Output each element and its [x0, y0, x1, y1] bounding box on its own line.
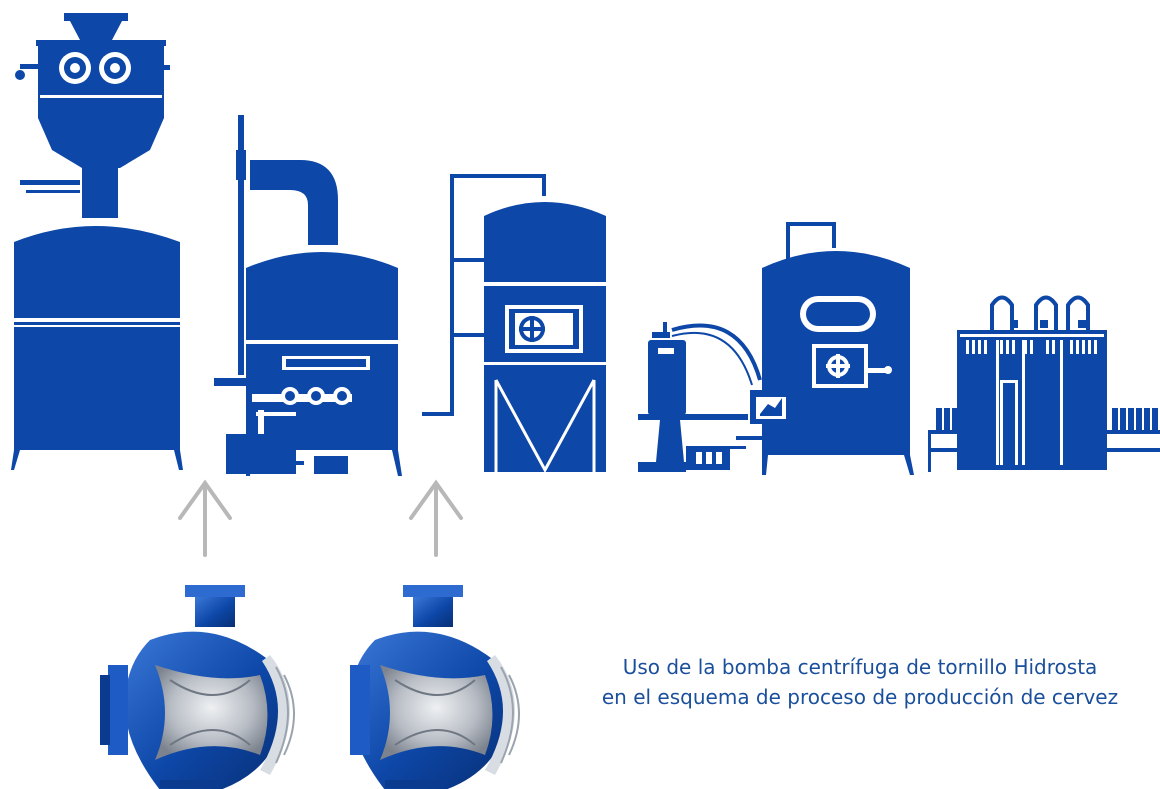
arrow-up-icon [178, 479, 232, 557]
mill-hopper-tank [11, 13, 183, 470]
diagram-caption: Uso de la bomba centrífuga de tornillo H… [560, 652, 1160, 712]
mash-tun [214, 115, 402, 476]
caption-line-2: en el esquema de proceso de producción d… [601, 685, 1119, 709]
bottling-line [928, 295, 1160, 472]
screw-centrifugal-pump-2 [350, 585, 520, 789]
arrow-up-icon [409, 479, 463, 557]
screw-centrifugal-pump-1 [100, 585, 295, 789]
filter-vessel [422, 174, 606, 474]
cooler-unit [638, 322, 770, 472]
caption-line-1: Uso de la bomba centrífuga de tornillo H… [622, 655, 1098, 679]
fermenter [750, 222, 914, 475]
